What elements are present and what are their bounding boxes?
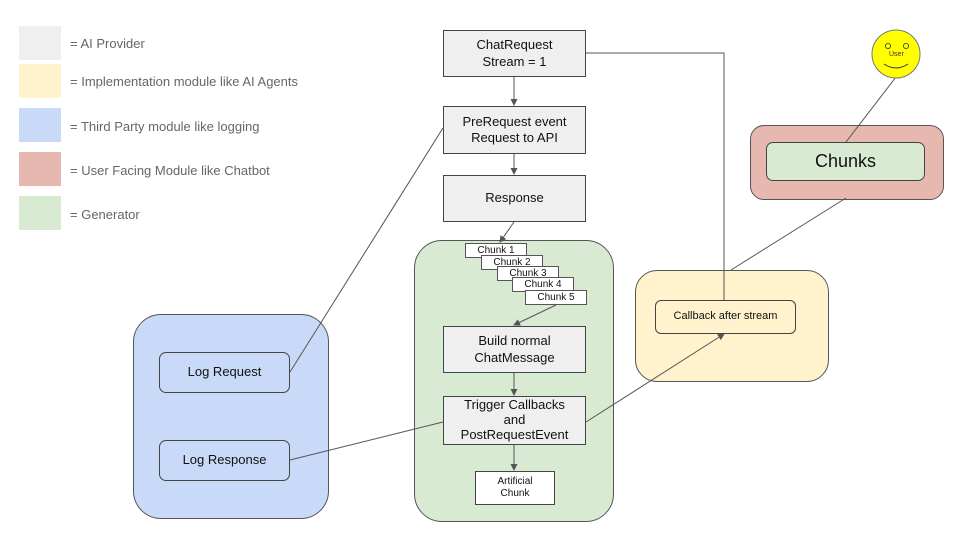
build-message-node: Build normal ChatMessage xyxy=(443,326,586,373)
legend-swatch-generator xyxy=(19,196,61,230)
log-request-node: Log Request xyxy=(159,352,290,393)
line-implementation-to-user-facing xyxy=(730,197,847,271)
legend-swatch-user-facing xyxy=(19,152,61,186)
arrow-response-to-chunks xyxy=(499,221,515,243)
callback-after-stream-node: Callback after stream xyxy=(655,300,796,334)
chat-request-node: ChatRequest Stream = 1 xyxy=(443,30,586,77)
user-smiley-mouth xyxy=(883,63,909,69)
log-response-node: Log Response xyxy=(159,440,290,481)
user-label: User xyxy=(889,51,904,58)
third-party-group xyxy=(133,314,329,519)
chunk-5: Chunk 5 xyxy=(525,290,587,305)
response-node: Response xyxy=(443,175,586,222)
legend-label-implementation: = Implementation module like AI Agents xyxy=(70,74,298,89)
artificial-chunk-node: Artificial Chunk xyxy=(475,471,555,505)
legend-label-ai-provider: = AI Provider xyxy=(70,36,145,51)
chunks-display-node: Chunks xyxy=(766,142,925,181)
user-smiley-left-eye xyxy=(885,43,892,50)
legend-swatch-ai-provider xyxy=(19,26,61,60)
user-smiley-right-eye xyxy=(903,43,910,50)
legend-label-third-party: = Third Party module like logging xyxy=(70,119,260,134)
legend-swatch-third-party xyxy=(19,108,61,142)
legend-swatch-implementation xyxy=(19,64,61,98)
legend-label-user-facing: = User Facing Module like Chatbot xyxy=(70,163,270,178)
trigger-callbacks-node: Trigger Callbacks and PostRequestEvent xyxy=(443,396,586,445)
prerequest-node: PreRequest event Request to API xyxy=(443,106,586,154)
legend-label-generator: = Generator xyxy=(70,207,140,222)
